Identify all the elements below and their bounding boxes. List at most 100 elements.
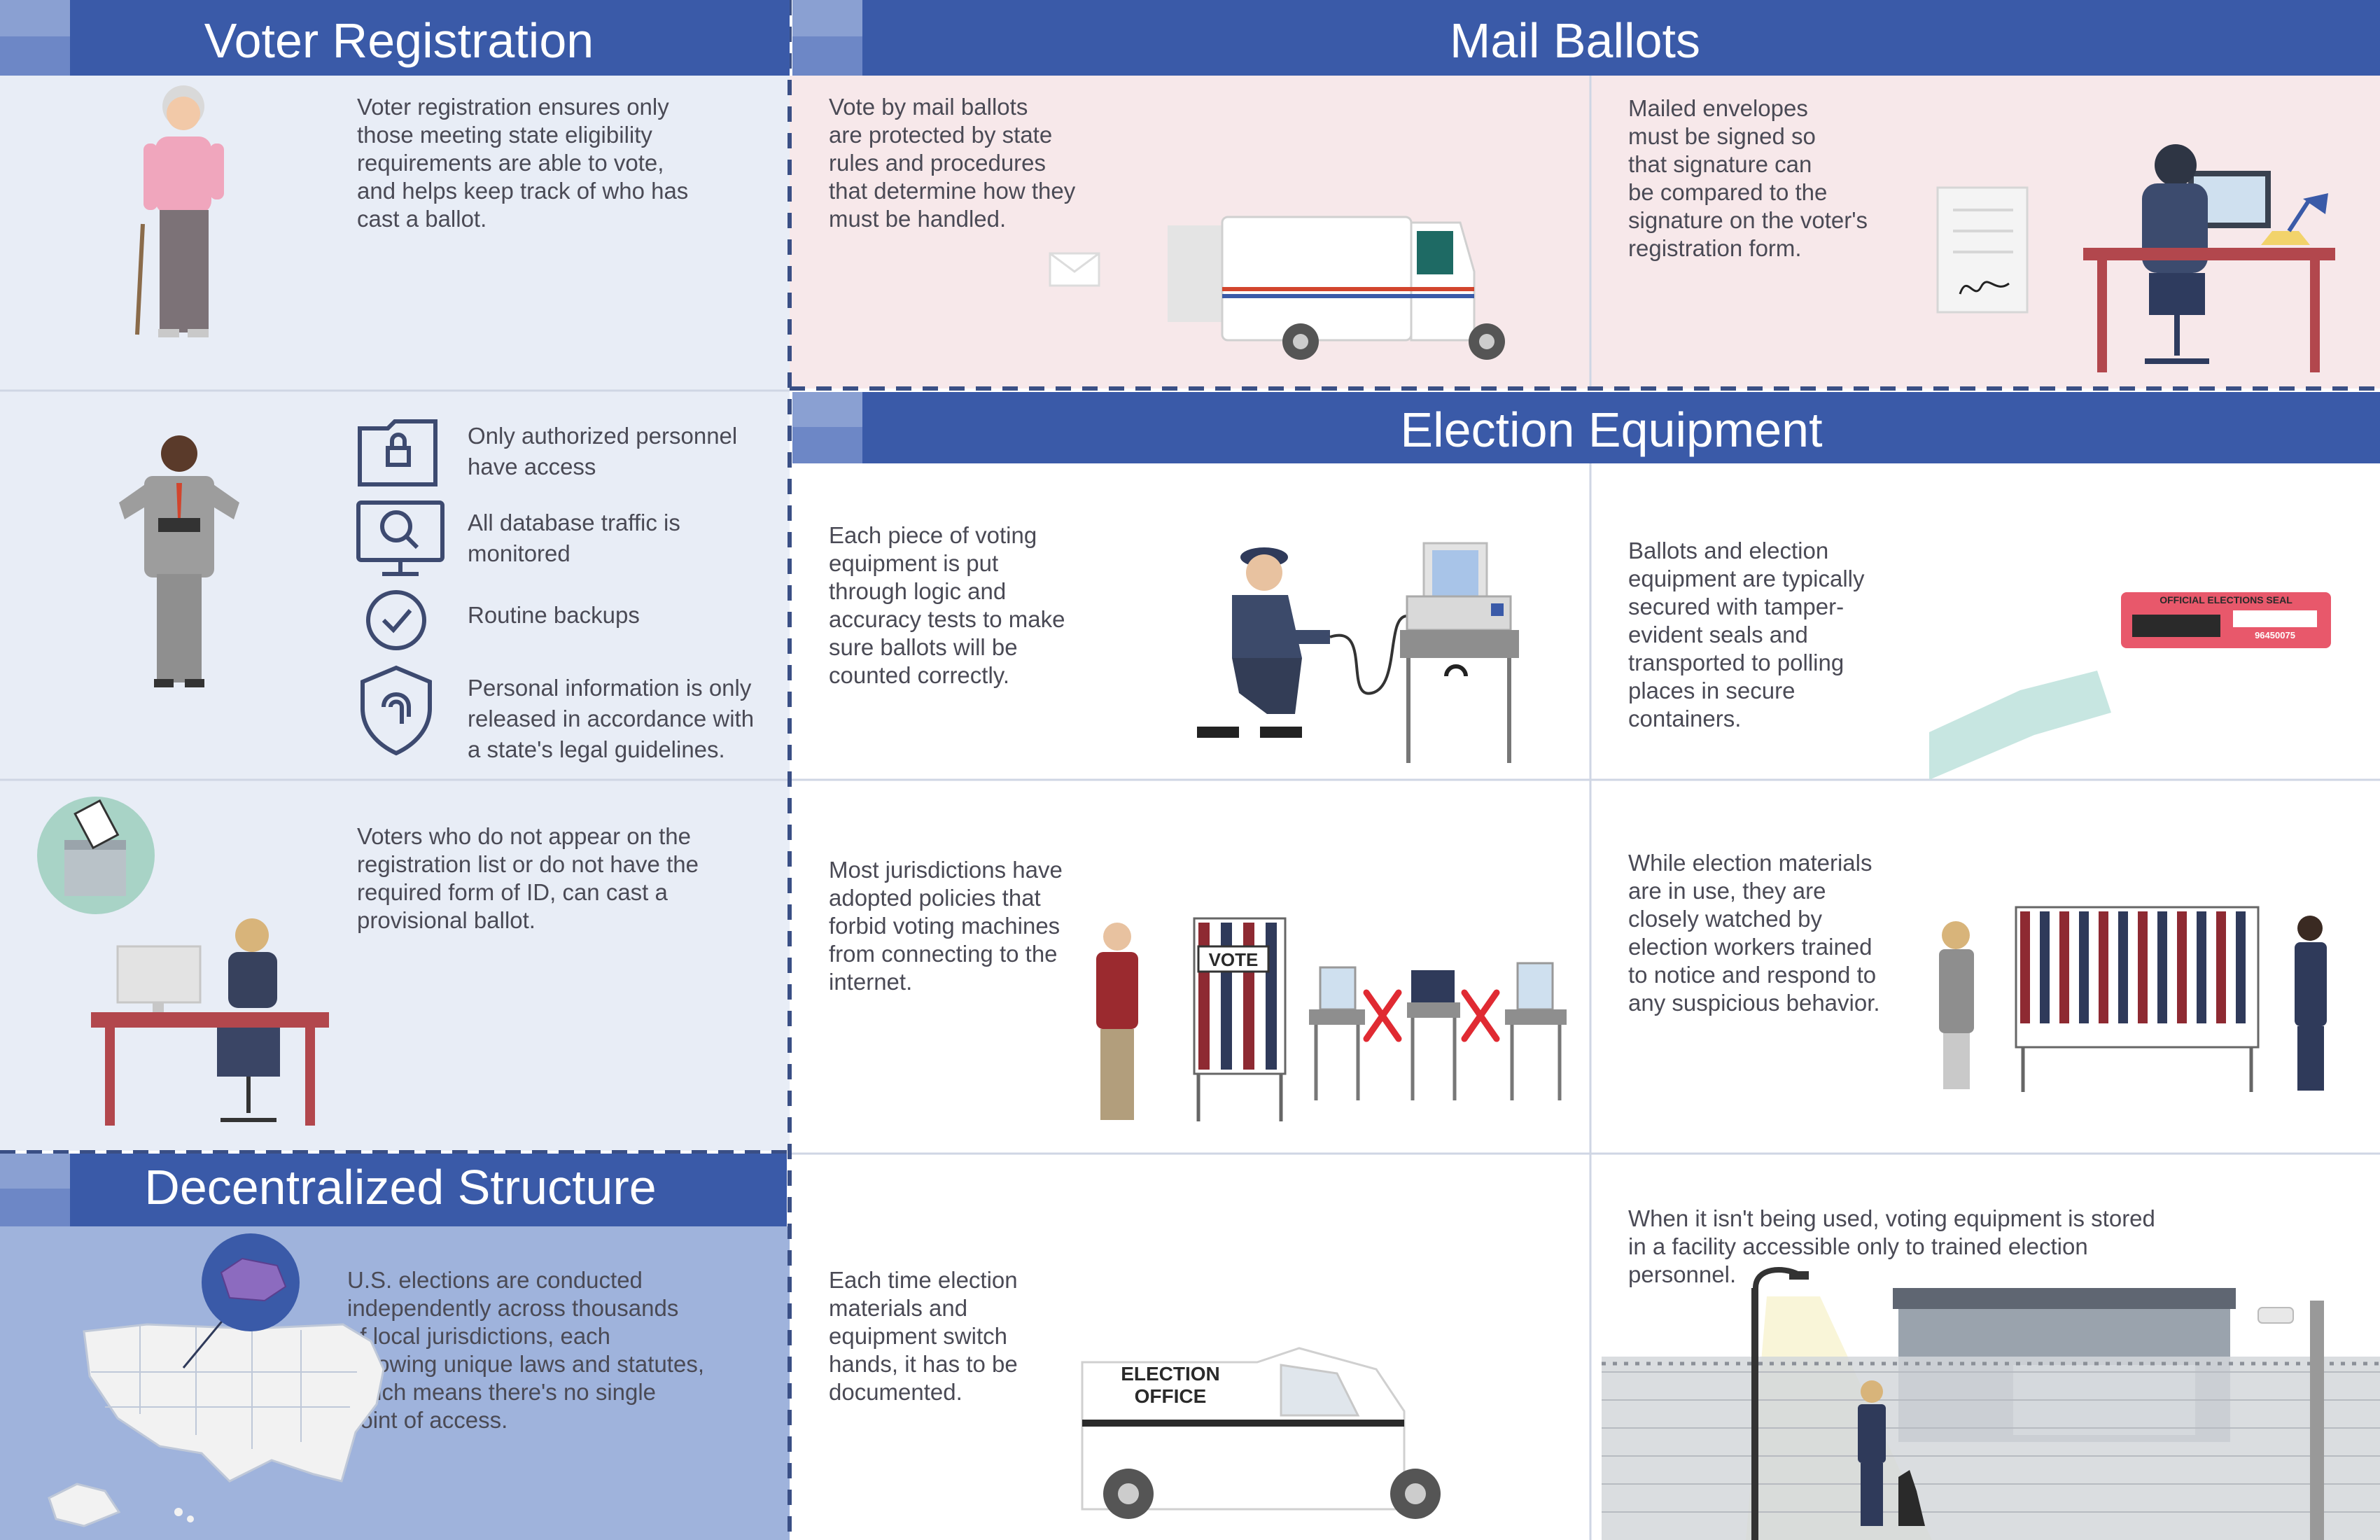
text-line: Mailed envelopes — [1628, 95, 1808, 121]
van-label-line-2: OFFICE — [1135, 1385, 1207, 1407]
person-at-computer-illustration — [2083, 144, 2335, 372]
red-x-icon-1 — [1363, 989, 1402, 1042]
text-line: Vote by mail ballots — [829, 94, 1028, 120]
text-security-item-3: Routine backups — [468, 602, 640, 628]
text-line: forbid voting machines — [829, 913, 1060, 939]
text-security-item-1: Only authorized personnel have access — [468, 423, 737, 479]
text-line: and helps keep track of who has — [357, 178, 688, 204]
text-line: secured with tamper- — [1628, 594, 1844, 620]
text-line: must be signed so — [1628, 123, 1816, 149]
text-line: Voters who do not appear on the — [357, 823, 691, 849]
text-line: equipment switch — [829, 1323, 1007, 1349]
text-line: have access — [468, 454, 596, 479]
text-line: Each time election — [829, 1267, 1018, 1293]
text-line: Most jurisdictions have — [829, 857, 1063, 883]
text-line: must be handled. — [829, 206, 1006, 232]
seal-label: OFFICIAL ELECTIONS SEAL — [2160, 594, 2292, 606]
text-line: are protected by state — [829, 122, 1052, 148]
van-label-line-1: ELECTION — [1121, 1363, 1220, 1385]
text-line: provisional ballot. — [357, 907, 536, 933]
text-line: materials and — [829, 1295, 967, 1321]
header-election-equipment: Election Equipment — [792, 392, 2380, 463]
text-line: containers. — [1628, 706, 1741, 732]
text-line: independently across thousands — [347, 1295, 678, 1321]
text-line: Only authorized personnel — [468, 423, 737, 449]
mail-truck-illustration — [1168, 216, 1505, 360]
text-line: be compared to the — [1628, 179, 1827, 205]
voting-machine-illustration — [1400, 542, 1519, 763]
text-line: Voter registration ensures only — [357, 94, 669, 120]
text-line: election workers trained — [1628, 934, 1872, 960]
poll-workers-booths-illustration — [1939, 906, 2327, 1092]
text-line: equipment is put — [829, 550, 998, 576]
secure-storage-facility-illustration — [1602, 1267, 2380, 1540]
header-voter-registration-title: Voter Registration — [204, 13, 594, 68]
elderly-woman-illustration — [135, 85, 224, 337]
text-line: evident seals and — [1628, 622, 1808, 648]
text-line: When it isn't being used, voting equipme… — [1628, 1205, 2155, 1231]
text-line: counted correctly. — [829, 662, 1009, 688]
text-line: point of access. — [347, 1407, 507, 1433]
text-line: required form of ID, can cast a — [357, 879, 668, 905]
text-line: places in secure — [1628, 678, 1795, 704]
monitor-search-icon — [356, 500, 444, 576]
text-line: sure ballots will be — [829, 634, 1018, 660]
text-line: Routine backups — [468, 602, 640, 628]
text-line: released in accordance with — [468, 706, 754, 732]
text-line: in a facility accessible only to trained… — [1628, 1233, 2088, 1259]
text-line: While election materials — [1628, 850, 1872, 876]
text-line: through logic and — [829, 578, 1006, 604]
voter-registration-panel-2 — [0, 391, 790, 780]
text-line: equipment are typically — [1628, 566, 1865, 592]
header-decentralized-structure: Decentralized Structure — [0, 1154, 787, 1226]
text-line: from connecting to the — [829, 941, 1058, 967]
text-line: internet. — [829, 969, 912, 995]
map-state-borders — [91, 1324, 357, 1449]
text-line: accuracy tests to make — [829, 606, 1065, 632]
text-line: monitored — [468, 540, 570, 566]
text-line: adopted policies that — [829, 885, 1041, 911]
disconnected-machines-illustration — [1309, 962, 1567, 1100]
text-line: personnel. — [1628, 1261, 1736, 1287]
text-line: Each piece of voting — [829, 522, 1037, 548]
red-x-icon-2 — [1461, 989, 1500, 1042]
text-line: requirements are able to vote, — [357, 150, 664, 176]
folder-lock-icon — [358, 419, 438, 486]
text-line: of local jurisdictions, each — [347, 1323, 610, 1349]
booth-label: VOTE — [1209, 949, 1259, 970]
panel-dividers — [0, 76, 2380, 1540]
voting-booth-illustration: VOTE — [1193, 917, 1287, 1121]
security-man-illustration — [119, 435, 239, 687]
text-line: closely watched by — [1628, 906, 1822, 932]
text-line: transported to polling — [1628, 650, 1844, 676]
provisional-ballot-illustration — [37, 797, 155, 914]
man-standing-illustration — [1096, 923, 1138, 1120]
text-line: Ballots and election — [1628, 538, 1828, 564]
us-map-illustration — [48, 1233, 385, 1527]
technician-testing-illustration — [1197, 547, 1408, 738]
text-line: following unique laws and statutes, — [347, 1351, 704, 1377]
text-line: any suspicious behavior. — [1628, 990, 1880, 1016]
header-voter-registration: Voter Registration — [0, 0, 790, 76]
text-line: are in use, they are — [1628, 878, 1826, 904]
election-office-van-illustration: ELECTION OFFICE — [1081, 1347, 1441, 1519]
mail-ballots-panel — [790, 76, 2380, 388]
tamper-seal-illustration: OFFICIAL ELECTIONS SEAL 96450075 — [1929, 592, 2331, 780]
text-line: hands, it has to be — [829, 1351, 1018, 1377]
text-line: those meeting state eligibility — [357, 122, 652, 148]
text-line: that determine how they — [829, 178, 1076, 204]
fingerprint-shield-icon — [360, 665, 432, 756]
text-line: that signature can — [1628, 151, 1812, 177]
text-line: documented. — [829, 1379, 962, 1405]
text-line: registration form. — [1628, 235, 1802, 261]
